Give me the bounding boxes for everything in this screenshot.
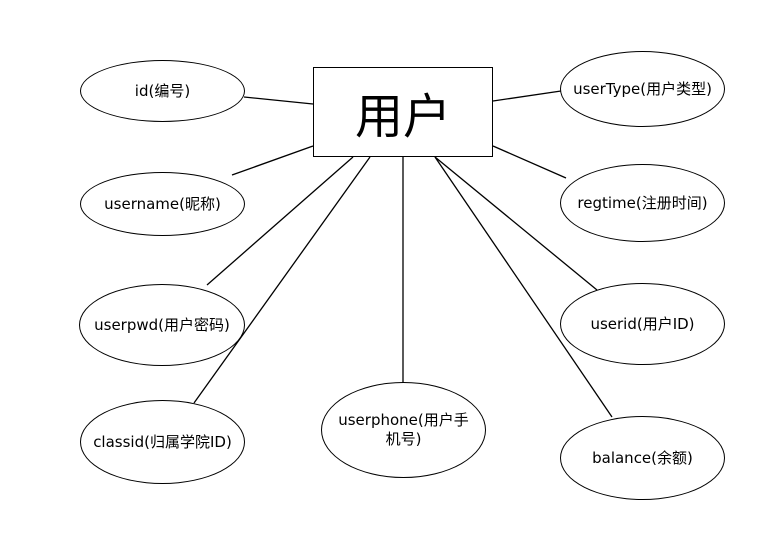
line-usertype <box>492 90 562 102</box>
line-classid <box>193 156 371 404</box>
line-balance <box>434 156 613 418</box>
line-userid <box>434 156 598 291</box>
attribute-regtime-label: regtime(注册时间) <box>577 193 708 212</box>
attribute-classid[interactable]: classid(归属学院ID) <box>80 400 245 484</box>
entity-user-box[interactable]: 用户 <box>313 67 493 157</box>
attribute-userpwd[interactable]: userpwd(用户密码) <box>79 284 245 366</box>
attribute-userphone-label-line1: userphone(用户手 <box>338 411 469 429</box>
attribute-usertype-label: userType(用户类型) <box>573 79 712 98</box>
attribute-userid-label: userid(用户ID) <box>590 314 695 333</box>
attribute-regtime[interactable]: regtime(注册时间) <box>560 164 725 242</box>
attribute-userphone[interactable]: userphone(用户手 机号) <box>321 382 486 478</box>
attribute-username[interactable]: username(昵称) <box>80 172 245 236</box>
attribute-balance-label: balance(余额) <box>592 448 693 467</box>
line-id <box>243 96 314 105</box>
attribute-usertype[interactable]: userType(用户类型) <box>560 51 725 127</box>
line-userpwd <box>206 156 354 286</box>
attribute-balance[interactable]: balance(余额) <box>560 416 725 500</box>
line-username <box>231 145 314 176</box>
attribute-id-label: id(编号) <box>134 81 191 100</box>
attribute-userphone-label-line2: 机号) <box>385 430 422 448</box>
attribute-username-label: username(昵称) <box>104 194 221 213</box>
line-regtime <box>492 145 567 179</box>
attribute-id[interactable]: id(编号) <box>80 60 245 122</box>
entity-user-label: 用户 <box>354 89 451 145</box>
attribute-userid[interactable]: userid(用户ID) <box>560 283 725 365</box>
attribute-userpwd-label: userpwd(用户密码) <box>94 315 230 334</box>
attribute-classid-label: classid(归属学院ID) <box>93 432 232 451</box>
